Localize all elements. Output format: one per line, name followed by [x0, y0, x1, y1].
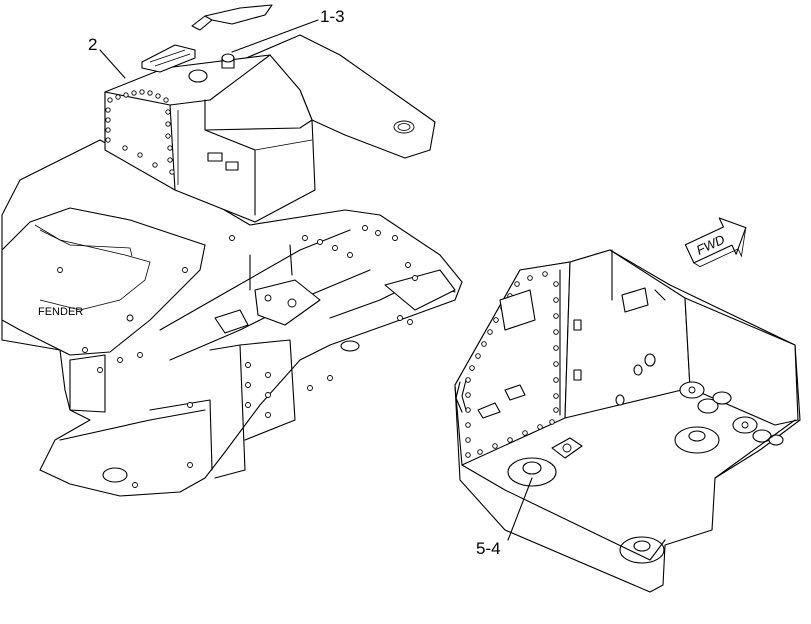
deck-hole-inner — [397, 123, 411, 131]
flange-hole — [562, 443, 572, 453]
bottom-edges — [461, 419, 796, 561]
top-port-2 — [633, 364, 643, 376]
small-plate — [214, 309, 249, 334]
fender-plate — [1, 207, 206, 356]
frame-slot — [340, 340, 360, 352]
drain-plug-2 — [688, 430, 706, 442]
frame-assembly-left: FENDER — [1, 4, 463, 497]
front-slot-2 — [477, 402, 501, 419]
fender-label: FENDER — [38, 306, 83, 318]
callout-5-4: 5-4 — [476, 477, 533, 558]
lower-frame — [149, 339, 296, 479]
top-lines — [611, 249, 666, 301]
drain-plug-1 — [522, 461, 542, 475]
front-slot-1 — [504, 384, 526, 401]
pipe-end — [191, 15, 213, 31]
frame-bracket — [254, 279, 321, 326]
gauge-detail — [149, 49, 191, 67]
fwd-arrow-shape — [684, 217, 747, 264]
callout-5-4-leader — [507, 477, 533, 541]
right-fittings — [679, 381, 784, 446]
frame-holes — [57, 225, 418, 488]
top-port-1 — [644, 353, 656, 367]
fwd-arrow-shadow — [693, 227, 747, 268]
tank-right-face — [684, 297, 799, 426]
breather-cap — [221, 53, 235, 63]
callout-2-leader — [99, 49, 126, 79]
bracket-hole-2 — [264, 294, 272, 302]
tank-rivets — [105, 89, 175, 175]
top-box — [621, 287, 649, 313]
callout-1-3-label: 1-3 — [320, 7, 345, 26]
tank-recess — [204, 99, 313, 216]
callout-1-3: 1-3 — [231, 7, 345, 53]
front-window — [499, 289, 536, 331]
side-handle — [455, 379, 467, 413]
tank-edge — [169, 54, 271, 106]
filler-cap — [188, 69, 208, 83]
callout-2: 2 — [88, 35, 126, 79]
deck-hole — [393, 120, 415, 134]
side-slot-2 — [573, 369, 582, 381]
tank-slot-1 — [207, 152, 223, 162]
gauge-bracket — [141, 44, 196, 73]
pipe-body — [204, 4, 273, 25]
fwd-arrow: FWD — [684, 217, 747, 268]
side-slot-1 — [573, 319, 582, 331]
callout-2-label: 2 — [88, 35, 97, 54]
fender-arm — [39, 229, 133, 257]
top-port-3 — [615, 394, 625, 406]
lower-crossbar — [59, 409, 206, 441]
rail-bracket — [384, 269, 456, 311]
rear-panel — [69, 354, 106, 413]
tank-top-face — [564, 249, 691, 419]
callout-1-3-leader — [231, 19, 319, 53]
bracket-hole — [287, 298, 297, 308]
tank-slot-2 — [225, 161, 239, 171]
tank-assembly-right — [454, 249, 801, 593]
lower-hole — [102, 467, 128, 483]
drain-plug-3 — [633, 540, 651, 552]
callout-5-4-label: 5-4 — [476, 539, 501, 558]
breather-body — [221, 57, 235, 69]
fender-inner — [34, 224, 151, 311]
tank-inner-line — [177, 110, 313, 185]
